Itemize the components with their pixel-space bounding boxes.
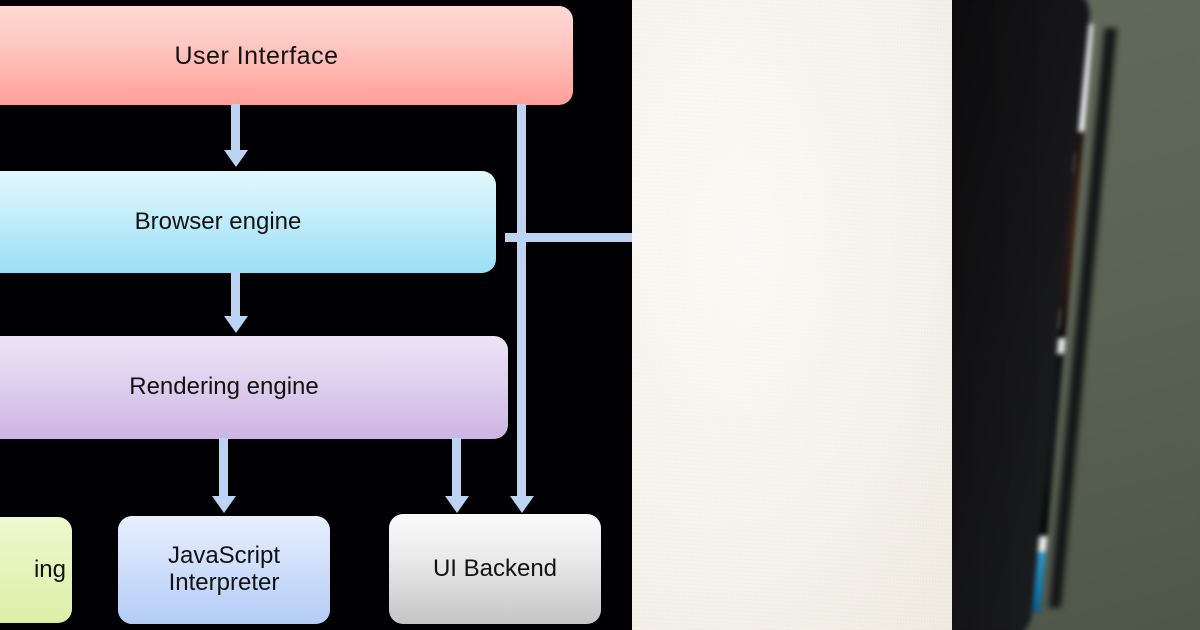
connector-rendering-engine-to-ui-backend-line xyxy=(452,438,461,498)
connector-rendering-engine-to-javascript-line xyxy=(219,438,228,498)
node-label-browser-engine: Browser engine xyxy=(134,207,302,235)
connector-ui-to-browser-engine-line xyxy=(231,104,240,152)
diagram-node-rendering-engine: Rendering engine xyxy=(0,336,508,439)
connector-rendering-engine-to-javascript-arrowhead-icon xyxy=(212,496,236,513)
node-label-rendering-engine: Rendering engine xyxy=(129,373,319,401)
connector-browser-engine-branch-line xyxy=(505,233,632,242)
node-label-javascript-interpreter-line1: JavaScript xyxy=(167,542,281,570)
browser-architecture-diagram: User Interface Browser engine Rendering … xyxy=(0,6,632,624)
laptop-photo-panel xyxy=(952,0,1200,630)
connector-browser-engine-to-rendering-engine-arrowhead-icon xyxy=(224,316,248,333)
diagram-node-browser-engine: Browser engine xyxy=(0,171,496,273)
node-label-networking: ing xyxy=(33,555,66,583)
connector-rendering-engine-to-ui-backend-arrowhead-icon xyxy=(445,496,469,513)
node-label-ui-backend: UI Backend xyxy=(432,554,558,582)
paper-texture-panel xyxy=(632,0,952,630)
connector-browser-engine-to-rendering-engine-line xyxy=(231,272,240,318)
connector-ui-to-ui-backend-arrowhead-icon xyxy=(510,496,534,513)
diagram-node-javascript-interpreter: JavaScript Interpreter xyxy=(118,516,330,624)
node-label-user-interface: User Interface xyxy=(174,41,339,70)
node-label-javascript-interpreter-line2: Interpreter xyxy=(168,569,280,596)
diagram-node-networking: ing xyxy=(0,517,72,623)
connector-ui-to-browser-engine-arrowhead-icon xyxy=(224,150,248,167)
diagram-node-user-interface: User Interface xyxy=(0,6,573,105)
diagram-node-ui-backend: UI Backend xyxy=(389,514,601,624)
paper-shading-overlay xyxy=(632,0,952,630)
connector-ui-to-ui-backend-line xyxy=(517,104,526,498)
